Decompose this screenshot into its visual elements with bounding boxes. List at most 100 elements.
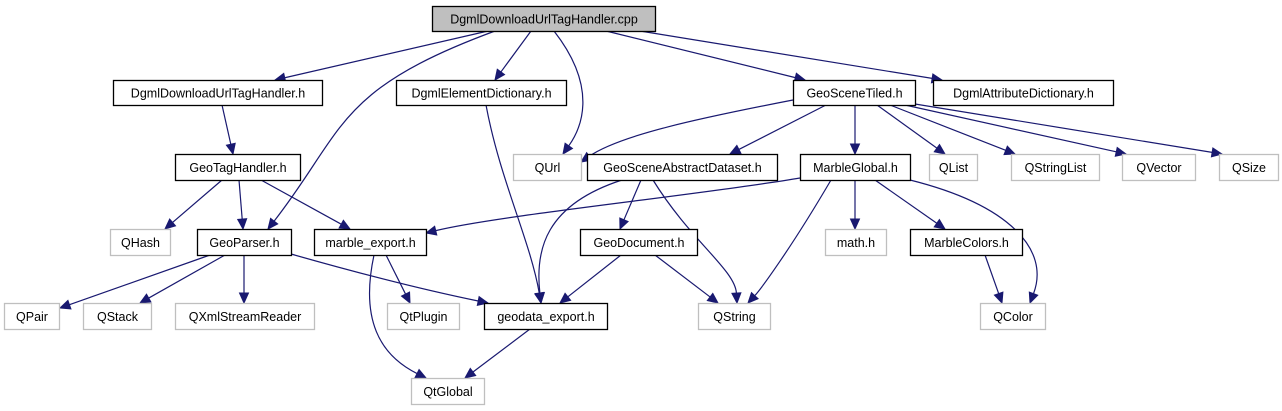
- node-gst[interactable]: GeoSceneTiled.h: [792, 79, 917, 107]
- node-box[interactable]: [909, 228, 1024, 257]
- edge-line: [260, 179, 342, 225]
- node-box[interactable]: [174, 153, 302, 182]
- edge-line: [654, 254, 711, 298]
- edge-gst-to-qsl: [889, 104, 1017, 156]
- node-box: [1218, 153, 1280, 182]
- node-box: [3, 302, 61, 331]
- arrowhead-icon: [464, 367, 477, 379]
- arrowhead-icon: [164, 218, 177, 230]
- node-box[interactable]: [483, 302, 609, 331]
- edge-line: [69, 254, 211, 306]
- node-box[interactable]: [313, 228, 428, 257]
- arrowhead-icon: [400, 291, 411, 305]
- node-qstack: QStack: [82, 302, 153, 331]
- node-gde[interactable]: geodata_export.h: [483, 302, 609, 331]
- edge-gst-to-qurl: [579, 99, 794, 163]
- node-box: [109, 228, 172, 257]
- node-dduth[interactable]: DgmlDownloadUrlTagHandler.h: [112, 79, 324, 107]
- arrowhead-icon: [747, 291, 759, 304]
- node-label: MarbleColors.h: [924, 236, 1009, 250]
- node-ded[interactable]: DgmlElementDictionary.h: [395, 79, 568, 107]
- node-root[interactable]: DgmlDownloadUrlTagHandler.cpp: [431, 5, 657, 33]
- node-label: GeoParser.h: [209, 236, 279, 250]
- edge-gsad-to-gde: [534, 179, 623, 305]
- edges-layer: [58, 30, 1224, 379]
- node-box: [697, 302, 772, 331]
- node-label: DgmlAttributeDictionary.h: [953, 87, 1094, 101]
- node-box[interactable]: [431, 5, 657, 33]
- node-label: QtPlugin: [400, 310, 448, 324]
- node-box: [410, 377, 486, 406]
- edge-root-to-qurl: [553, 30, 584, 155]
- node-label: DgmlDownloadUrlTagHandler.h: [131, 87, 305, 101]
- edge-line: [738, 104, 827, 150]
- arrowhead-icon: [562, 142, 574, 155]
- node-label: GeoDocument.h: [593, 236, 684, 250]
- edge-line: [273, 30, 496, 222]
- node-qsize: QSize: [1218, 153, 1280, 182]
- edge-line: [238, 179, 243, 220]
- edge-gd-to-gde: [559, 254, 622, 304]
- node-label: QUrl: [535, 161, 561, 175]
- node-label: QHash: [121, 236, 160, 250]
- node-mg[interactable]: MarbleGlobal.h: [799, 153, 912, 182]
- edge-root-to-dad: [639, 30, 944, 84]
- node-box[interactable]: [932, 79, 1115, 107]
- node-box[interactable]: [579, 228, 699, 257]
- edge-root-to-gst: [605, 30, 807, 83]
- node-box: [979, 302, 1047, 331]
- edge-mc-to-qcolor: [984, 254, 1004, 305]
- node-box[interactable]: [112, 79, 324, 107]
- edge-ded-to-gde: [485, 104, 545, 305]
- node-label: DgmlDownloadUrlTagHandler.cpp: [450, 13, 638, 27]
- edge-line: [284, 30, 489, 79]
- node-gth[interactable]: GeoTagHandler.h: [174, 153, 302, 182]
- arrowhead-icon: [933, 143, 946, 155]
- edge-gth-to-gp: [236, 179, 248, 231]
- node-label: GeoSceneTiled.h: [806, 87, 902, 101]
- edge-line: [172, 179, 223, 223]
- edge-line: [639, 30, 933, 79]
- node-label: QList: [939, 161, 969, 175]
- node-label: geodata_export.h: [497, 310, 594, 324]
- edge-line: [984, 254, 1000, 294]
- node-box: [174, 302, 316, 331]
- node-qurl: QUrl: [512, 153, 583, 182]
- node-label: QSize: [1232, 161, 1266, 175]
- node-dad[interactable]: DgmlAttributeDictionary.h: [932, 79, 1115, 107]
- node-mc[interactable]: MarbleColors.h: [909, 228, 1024, 257]
- edge-line: [290, 253, 479, 302]
- node-label: QXmlStreamReader: [189, 310, 302, 324]
- edge-gth-to-qhash: [164, 179, 223, 230]
- node-box[interactable]: [586, 153, 779, 182]
- edge-gp-to-qpair: [58, 254, 211, 310]
- node-gsad[interactable]: GeoSceneAbstractDataset.h: [586, 153, 779, 182]
- edge-mg-to-qstring: [747, 179, 832, 304]
- node-gd[interactable]: GeoDocument.h: [579, 228, 699, 257]
- edge-line: [652, 179, 737, 294]
- node-gp[interactable]: GeoParser.h: [196, 228, 293, 257]
- node-qtplugin: QtPlugin: [386, 302, 461, 331]
- node-box[interactable]: [792, 79, 917, 107]
- edge-mg-to-mc: [874, 179, 946, 230]
- arrowhead-icon: [849, 143, 861, 156]
- node-box[interactable]: [196, 228, 293, 257]
- node-box: [1010, 153, 1101, 182]
- node-box[interactable]: [395, 79, 568, 107]
- node-label: marble_export.h: [325, 236, 415, 250]
- node-box[interactable]: [799, 153, 912, 182]
- arrowhead-icon: [225, 142, 236, 156]
- arrowhead-icon: [424, 225, 438, 236]
- node-label: GeoSceneAbstractDataset.h: [603, 161, 761, 175]
- edge-gde-to-qtglobal: [464, 328, 531, 379]
- node-qpair: QPair: [3, 302, 61, 331]
- node-label: QtGlobal: [423, 385, 472, 399]
- edge-line: [567, 254, 622, 298]
- node-math: math.h: [824, 228, 888, 257]
- node-me[interactable]: marble_export.h: [313, 228, 428, 257]
- edge-root-to-dduth: [273, 30, 489, 83]
- node-qlist: QList: [928, 153, 979, 182]
- edge-root-to-gp: [267, 30, 496, 230]
- arrowhead-icon: [706, 292, 719, 304]
- node-qtglobal: QtGlobal: [410, 377, 486, 406]
